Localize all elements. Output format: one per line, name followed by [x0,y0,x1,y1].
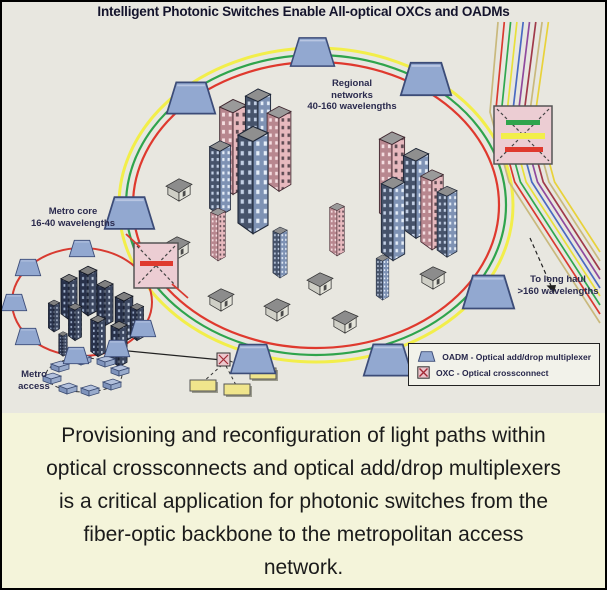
oadm-node [62,346,90,365]
legend-oxc-label: OXC - Optical crossconnect [436,367,549,378]
metro-access-label: Metro access [18,369,50,392]
building-tower [272,226,288,279]
building-tower [375,254,390,301]
caption-line: network. [263,556,344,579]
building-house [419,266,447,290]
building-tower [380,176,406,262]
oadm-trapezoid-icon [417,351,436,362]
oadm-node [362,343,414,377]
oadm-node [165,81,217,115]
oadm-node [289,37,336,67]
oadm-node [229,343,277,375]
access-node [58,382,78,395]
long-haul-arrow [529,237,556,293]
oadm-node [14,327,42,346]
oadm-node [103,339,131,358]
backbone-oxc-node [493,105,553,165]
building-house [165,178,193,202]
building-tower [209,140,231,217]
legend-oadm-label: OADM - Optical add/drop multiplexer [442,351,591,362]
regional-networks-label: Regional networks 40-160 wavelengths [307,78,397,112]
diagram-title: Intelligent Photonic Switches Enable All… [97,4,510,19]
access-node [96,355,116,368]
long-haul-label: To long haul >160 wavelengths [517,274,599,297]
building-tower [68,303,82,341]
oxc-square-icon [417,366,430,379]
network-diagram: Intelligent Photonic Switches Enable All… [0,4,601,397]
metro-oxc-node [125,233,189,299]
building-tower [210,207,226,262]
legend-row-oadm: OADM - Optical add/drop multiplexer [409,350,599,363]
building-tower [329,202,345,257]
building-house [207,288,235,312]
oadm-node [68,239,96,258]
metro-core-label: Metro core 16-40 wavelengths [31,206,115,229]
access-node [80,384,100,397]
building-tower [48,299,60,333]
oadm-node [399,61,453,97]
building-tower [58,331,68,357]
access-node [110,364,130,377]
building-tower [436,185,458,258]
oadm-node [0,293,28,312]
building-tower [237,125,269,235]
caption-line: is a critical application for photonic s… [58,490,549,513]
access-node [102,378,122,391]
figure-caption: Provisioning and reconfiguration of ligh… [0,413,607,590]
regional-buildings [163,88,458,334]
diagram-artwork [0,21,601,397]
building-house [306,272,334,296]
building-tower [266,105,292,192]
building-house [263,298,291,322]
oadm-node [129,319,157,338]
legend: OADM - Optical add/drop multiplexer OXC … [408,343,600,386]
legend-row-oxc: OXC - Optical crossconnect [409,366,599,379]
caption-line: optical crossconnects and optical add/dr… [46,457,561,480]
building-tower [90,314,106,358]
caption-line: fiber-optic backbone to the metropolitan… [83,523,524,546]
caption-line: Provisioning and reconfiguration of ligh… [61,424,546,447]
oadm-node [14,258,42,277]
access-hub-node [216,352,231,367]
oadm-node [461,274,516,310]
building-house [331,310,359,334]
